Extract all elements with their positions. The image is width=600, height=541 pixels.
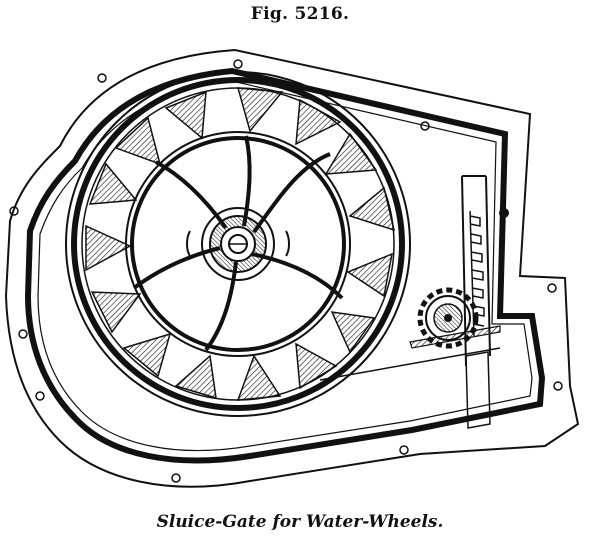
wheel-hub [186,207,290,281]
gate-channel [319,175,501,381]
guide-vane [346,252,393,298]
runner-ring [125,131,351,357]
guide-vane [85,224,132,272]
rack-pivot-bolt [499,208,509,218]
bolt-hole [399,445,409,455]
guide-vane [90,291,142,334]
guide-vanes [85,87,396,401]
bolt-hole [9,206,19,216]
guide-vane [88,162,138,205]
guide-vane [330,311,376,354]
figure-label: Fig. 5216. [250,4,350,24]
guide-vane [122,332,172,378]
figure-caption: Sluice-Gate for Water-Wheels. [156,512,444,532]
guide-vane [236,354,282,401]
runner-blade [252,152,331,234]
gate-rack [469,210,485,337]
guide-vane [324,132,378,175]
runner-blade [155,160,228,230]
guide-vane [164,90,207,140]
sluice-gate-drawing [4,48,580,488]
guide-vane [348,186,396,232]
flange-bolt-holes [9,59,563,483]
bolt-hole [171,473,181,483]
pinion-gear [417,287,479,349]
bolt-hole [97,73,107,83]
bolt-hole [547,283,557,293]
bolt-hole [18,329,28,339]
gate-leaf [465,351,491,429]
bolt-hole [420,121,430,131]
casing-wall [24,67,546,464]
runner-blade [242,135,252,227]
bolt-hole [553,381,563,391]
bolt-hole [35,391,45,401]
guide-vane [114,116,162,166]
guide-vane [236,87,284,133]
casing-flange-outline [4,48,580,488]
guide-vane [295,98,342,146]
guide-vane [174,354,217,400]
rack-teeth [469,215,485,327]
bolt-hole [233,59,243,69]
runner-blade [251,252,344,300]
runner-blade [132,246,221,290]
guide-vane [295,342,338,390]
